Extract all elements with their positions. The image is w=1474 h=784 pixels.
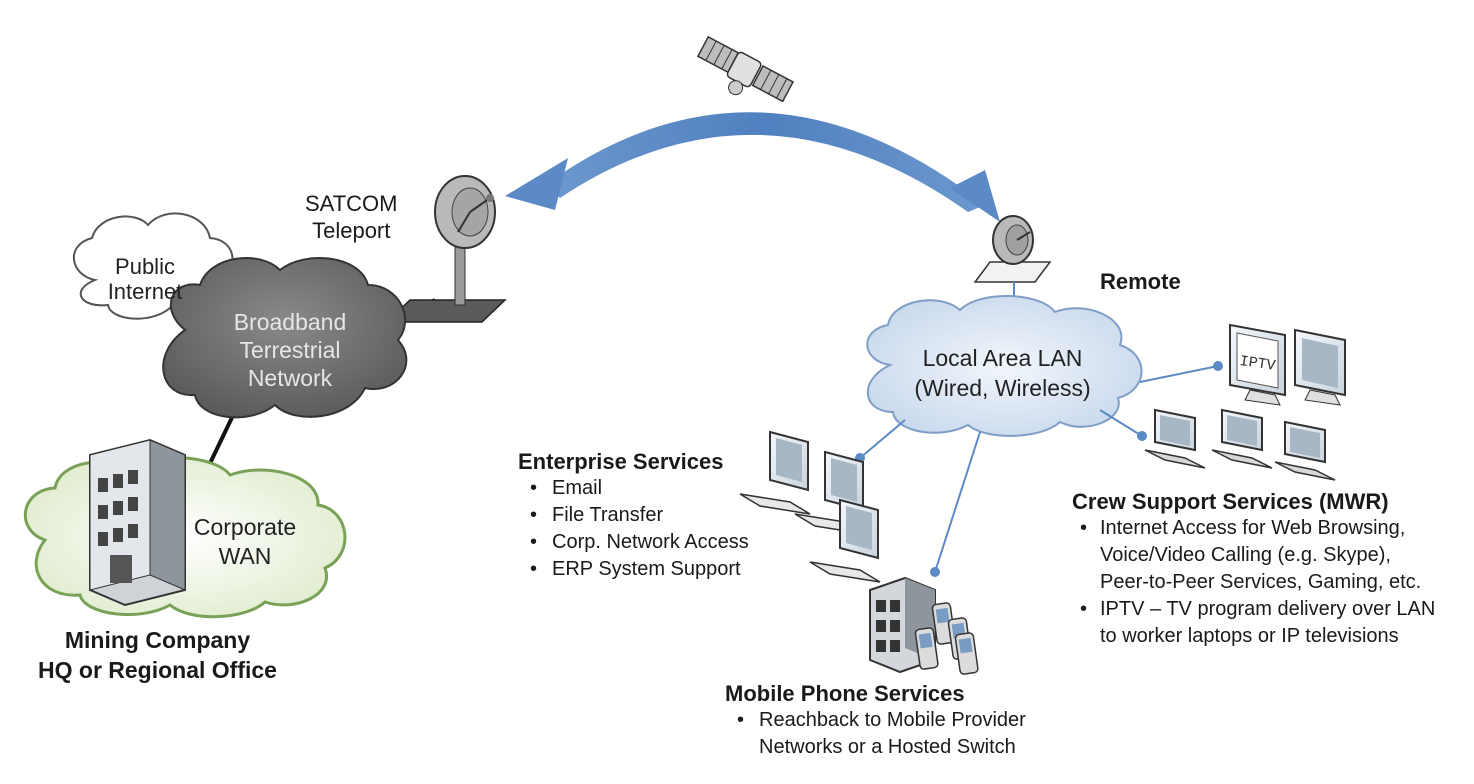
public-internet-line2: Internet bbox=[107, 279, 183, 304]
crew-services-list: Internet Access for Web Browsing, Voice/… bbox=[1072, 515, 1442, 650]
satcom-dish-icon bbox=[385, 175, 507, 323]
list-item: Corp. Network Access bbox=[518, 529, 818, 556]
teleport-label-line1: SATCOM bbox=[305, 191, 398, 216]
hq-line2: HQ or Regional Office bbox=[38, 657, 277, 683]
enterprise-services-title: Enterprise Services bbox=[518, 449, 724, 474]
mobile-services-list: Reachback to Mobile Provider Networks or… bbox=[725, 707, 1065, 761]
lan-links bbox=[855, 361, 1223, 577]
crew-services-title: Crew Support Services (MWR) bbox=[1072, 489, 1389, 514]
teleport-label-line2: Teleport bbox=[312, 218, 391, 243]
list-item: File Transfer bbox=[518, 502, 818, 529]
broadband-line2: Terrestrial bbox=[239, 337, 341, 363]
lan-line1: Local Area LAN bbox=[922, 345, 1083, 371]
mobile-services-title: Mobile Phone Services bbox=[725, 681, 965, 706]
corporate-wan-line1: Corporate bbox=[193, 514, 297, 540]
office-building-icon bbox=[89, 438, 186, 607]
iptv-screen-label: IPTV bbox=[1238, 353, 1276, 375]
remote-label: Remote bbox=[1100, 269, 1181, 294]
broadband-label: Broadband Terrestrial Network bbox=[210, 308, 370, 392]
mobile-phones-icon bbox=[914, 602, 979, 675]
list-item: Internet Access for Web Browsing, Voice/… bbox=[1072, 515, 1442, 596]
iptv-monitor-icon: IPTV bbox=[1225, 322, 1290, 412]
enterprise-services-list: Email File Transfer Corp. Network Access… bbox=[518, 475, 818, 583]
list-item: IPTV – TV program delivery over LAN to w… bbox=[1072, 596, 1442, 650]
remote-dish-icon bbox=[973, 215, 1052, 283]
enterprise-workstations-icon bbox=[739, 430, 881, 583]
crew-services-block: Crew Support Services (MWR) Internet Acc… bbox=[1072, 488, 1462, 650]
lan-label: Local Area LAN (Wired, Wireless) bbox=[890, 343, 1115, 403]
mobile-services-block: Mobile Phone Services Reachback to Mobil… bbox=[725, 680, 1065, 761]
lan-line2: (Wired, Wireless) bbox=[914, 375, 1091, 401]
public-internet-line1: Public bbox=[115, 254, 175, 279]
corporate-wan-line2: WAN bbox=[218, 543, 272, 569]
corporate-wan-label: Corporate WAN bbox=[180, 513, 310, 571]
public-internet-label: Public Internet bbox=[95, 254, 195, 304]
laptops-icon bbox=[1144, 408, 1336, 481]
enterprise-services-block: Enterprise Services Email File Transfer … bbox=[518, 448, 818, 583]
satcom-teleport-label: SATCOM Teleport bbox=[305, 190, 397, 244]
hq-label: Mining Company HQ or Regional Office bbox=[15, 625, 300, 685]
broadband-line1: Broadband bbox=[233, 309, 347, 335]
list-item: Reachback to Mobile Provider Networks or… bbox=[725, 707, 1065, 761]
broadband-cloud bbox=[162, 257, 408, 419]
hq-line1: Mining Company bbox=[64, 627, 251, 653]
satellite-icon bbox=[696, 35, 795, 103]
satellite-link-arc bbox=[505, 112, 1000, 222]
lan-cloud bbox=[866, 294, 1143, 437]
broadband-line3: Network bbox=[247, 365, 333, 391]
list-item: Email bbox=[518, 475, 818, 502]
list-item: ERP System Support bbox=[518, 556, 818, 583]
tv-monitor-icon bbox=[1290, 322, 1352, 412]
